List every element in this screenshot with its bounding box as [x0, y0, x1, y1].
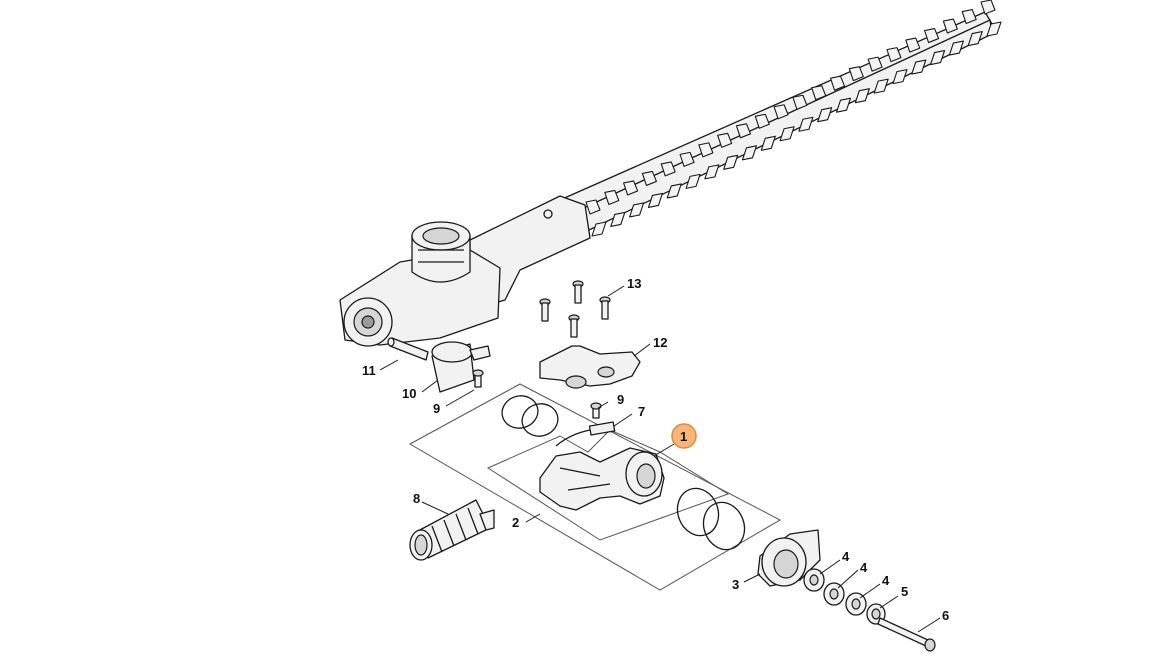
cutter-blade: [559, 0, 1002, 237]
part-12-cover: [539, 345, 641, 389]
blade-tooth: [873, 78, 889, 94]
part-6-bolt: [877, 617, 936, 652]
callout-13[interactable]: 13: [627, 276, 641, 291]
blade-tooth: [792, 94, 808, 110]
blade-tooth: [685, 173, 701, 189]
blade-tooth: [679, 151, 695, 167]
blade-tooth: [779, 126, 795, 142]
callout-3[interactable]: 3: [732, 577, 739, 592]
part-1-kit-frame: [486, 429, 730, 541]
blade-tooth: [817, 107, 833, 123]
part-7-wire: [555, 421, 616, 447]
part-1-housing: [539, 447, 665, 511]
callout-4c[interactable]: 4: [882, 573, 890, 588]
callout-5[interactable]: 5: [901, 584, 908, 599]
part-9-screw-b: [590, 402, 602, 419]
part-11-pin: [387, 337, 429, 361]
blade-tooth: [647, 192, 663, 208]
callout-4a[interactable]: 4: [842, 549, 850, 564]
part-10-sleeve: [431, 341, 491, 393]
retaining-rings-upper: [501, 395, 559, 437]
part-13-screws: [539, 280, 611, 338]
callout-8[interactable]: 8: [413, 491, 420, 506]
blade-tooth: [980, 0, 996, 15]
callout-4b[interactable]: 4: [860, 560, 868, 575]
blade-tooth: [892, 69, 908, 85]
blade-tooth: [967, 30, 983, 47]
callout-12[interactable]: 12: [653, 335, 667, 350]
blade-tooth: [911, 59, 927, 75]
callout-1[interactable]: 1: [680, 429, 687, 444]
blade-tooth: [773, 104, 789, 120]
blade-tooth: [591, 221, 607, 237]
callout-2[interactable]: 2: [512, 515, 519, 530]
blade-tooth: [829, 75, 846, 91]
blade-tooth: [704, 164, 720, 180]
blade-tooth: [867, 56, 883, 72]
retaining-rings-lower: [676, 487, 746, 551]
blade-tooth: [760, 135, 776, 151]
blade-tooth: [735, 123, 752, 139]
blade-tooth: [924, 28, 940, 44]
blade-tooth: [723, 154, 739, 170]
gear-housing-assembly: [339, 195, 591, 347]
part-4-washers: [803, 568, 867, 616]
blade-tooth: [798, 116, 814, 132]
blade-tooth: [698, 142, 714, 158]
blade-tooth: [604, 189, 620, 206]
blade-tooth: [623, 180, 639, 196]
blade-tooth: [811, 85, 827, 101]
callout-9b[interactable]: 9: [617, 392, 624, 407]
blade-tooth: [854, 88, 870, 104]
blade-tooth: [835, 97, 852, 113]
blade-tooth: [754, 113, 770, 129]
callout-11[interactable]: 11: [362, 363, 376, 378]
part-3-cover: [757, 529, 821, 587]
blade-tooth: [948, 40, 964, 56]
callout-6[interactable]: 6: [942, 608, 949, 623]
blade-tooth: [848, 66, 864, 82]
blade-tooth: [610, 211, 626, 228]
leader-lines: [379, 285, 941, 633]
callout-10[interactable]: 10: [402, 386, 416, 401]
blade-tooth: [641, 170, 657, 186]
blade-tooth: [886, 47, 902, 63]
blade-tooth: [930, 50, 946, 66]
part-2-kit-frame: [408, 383, 782, 591]
blade-tooth: [942, 18, 958, 34]
callout-9a[interactable]: 9: [433, 401, 440, 416]
blade-tooth: [629, 202, 645, 218]
blade-tooth: [986, 21, 1002, 37]
blade-tooth: [717, 132, 733, 148]
blade-tooth: [660, 161, 676, 177]
blade-tooth: [905, 37, 921, 53]
callout-labels: 13 12 11 10 9 9 7 1 8 2 3 4 4 4 5 6: [362, 276, 949, 623]
highlight-marker: [671, 423, 697, 449]
part-9-screw-a: [472, 369, 484, 388]
callout-7[interactable]: 7: [638, 404, 645, 419]
blade-tooth: [666, 183, 682, 199]
blade-tooth: [585, 199, 601, 215]
blade-tooth: [961, 8, 977, 25]
part-8-bellows: [409, 499, 495, 561]
blade-tooth: [741, 145, 758, 161]
